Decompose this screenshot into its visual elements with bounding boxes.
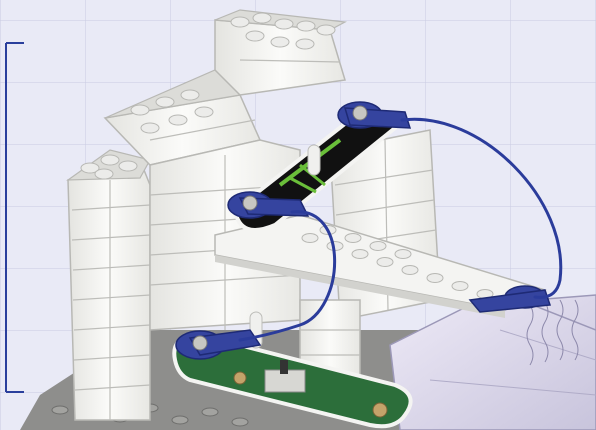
left-brick-tower	[68, 150, 150, 420]
led-icon	[308, 145, 320, 175]
